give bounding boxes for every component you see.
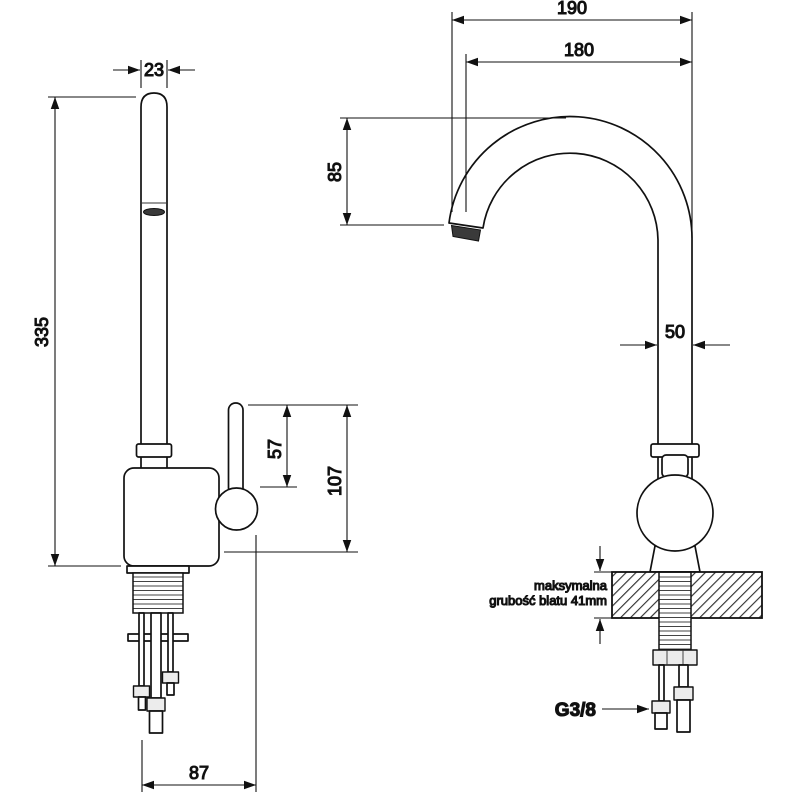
right-view: 190 180 85 50 maksymalna grubość <box>324 0 763 733</box>
hose-end-left <box>148 710 164 734</box>
supply-hose-front <box>678 664 689 688</box>
dim-body: 107 <box>224 405 358 553</box>
dim-23-label: 23 <box>144 60 164 80</box>
counter-note-line2: grubość blatu 41mm <box>489 593 607 608</box>
thread-callout: G3/8 <box>554 699 649 722</box>
dim-180-label: 180 <box>564 40 594 60</box>
spout-column <box>140 92 168 471</box>
dim-57-label: 57 <box>265 439 285 459</box>
stud-nut-left <box>132 685 151 698</box>
hose-nut-front <box>673 686 694 701</box>
dim-107-label: 107 <box>325 466 345 496</box>
dim-reach-inner: 180 <box>465 39 692 212</box>
dim-drop: 85 <box>324 117 566 226</box>
counter-note-line1: maksymalna <box>534 578 608 593</box>
dim-50-label: 50 <box>665 322 685 342</box>
column-collar <box>135 443 173 458</box>
dim-190-label: 190 <box>557 0 587 18</box>
stud-tail-left <box>137 696 147 711</box>
thread-label: G3/8 <box>555 700 596 721</box>
stud-nut-right <box>161 671 180 684</box>
mixer-body <box>123 467 220 567</box>
stud-nut-front <box>651 700 671 714</box>
threaded-shank-front <box>658 571 692 651</box>
dim-reach-outer: 190 <box>451 0 693 238</box>
hose-connector-end <box>654 712 668 730</box>
aerator-icon <box>143 208 165 216</box>
dim-total-height: 335 <box>31 96 136 567</box>
lever-joint <box>214 487 259 531</box>
mounting-stud-front <box>658 664 665 702</box>
mounting-stud-left <box>138 612 145 687</box>
lever-stub <box>661 454 689 478</box>
dim-spout-width: 23 <box>113 59 195 88</box>
dim-87-label: 87 <box>189 763 209 783</box>
threaded-shank <box>132 572 184 614</box>
aerator-band <box>450 224 482 242</box>
control-ball <box>636 474 714 552</box>
dim-lever: 57 <box>248 404 358 488</box>
dim-85-label: 85 <box>325 162 345 182</box>
hose-end-front <box>676 699 691 733</box>
shank-nut <box>652 649 698 666</box>
dim-column-width: 50 <box>620 321 730 350</box>
hose-nut-left <box>146 697 166 712</box>
counter-thickness-note: maksymalna grubość blatu 41mm <box>489 546 612 644</box>
left-view: 23 335 57 107 87 <box>31 59 358 792</box>
mounting-stud-right <box>167 612 174 673</box>
supply-hose-left <box>150 612 162 699</box>
dim-335-label: 335 <box>32 317 52 347</box>
lever-handle <box>227 402 244 496</box>
dim-base: 87 <box>141 535 257 792</box>
shank-flange <box>126 565 190 574</box>
stud-tail-right <box>166 682 175 696</box>
